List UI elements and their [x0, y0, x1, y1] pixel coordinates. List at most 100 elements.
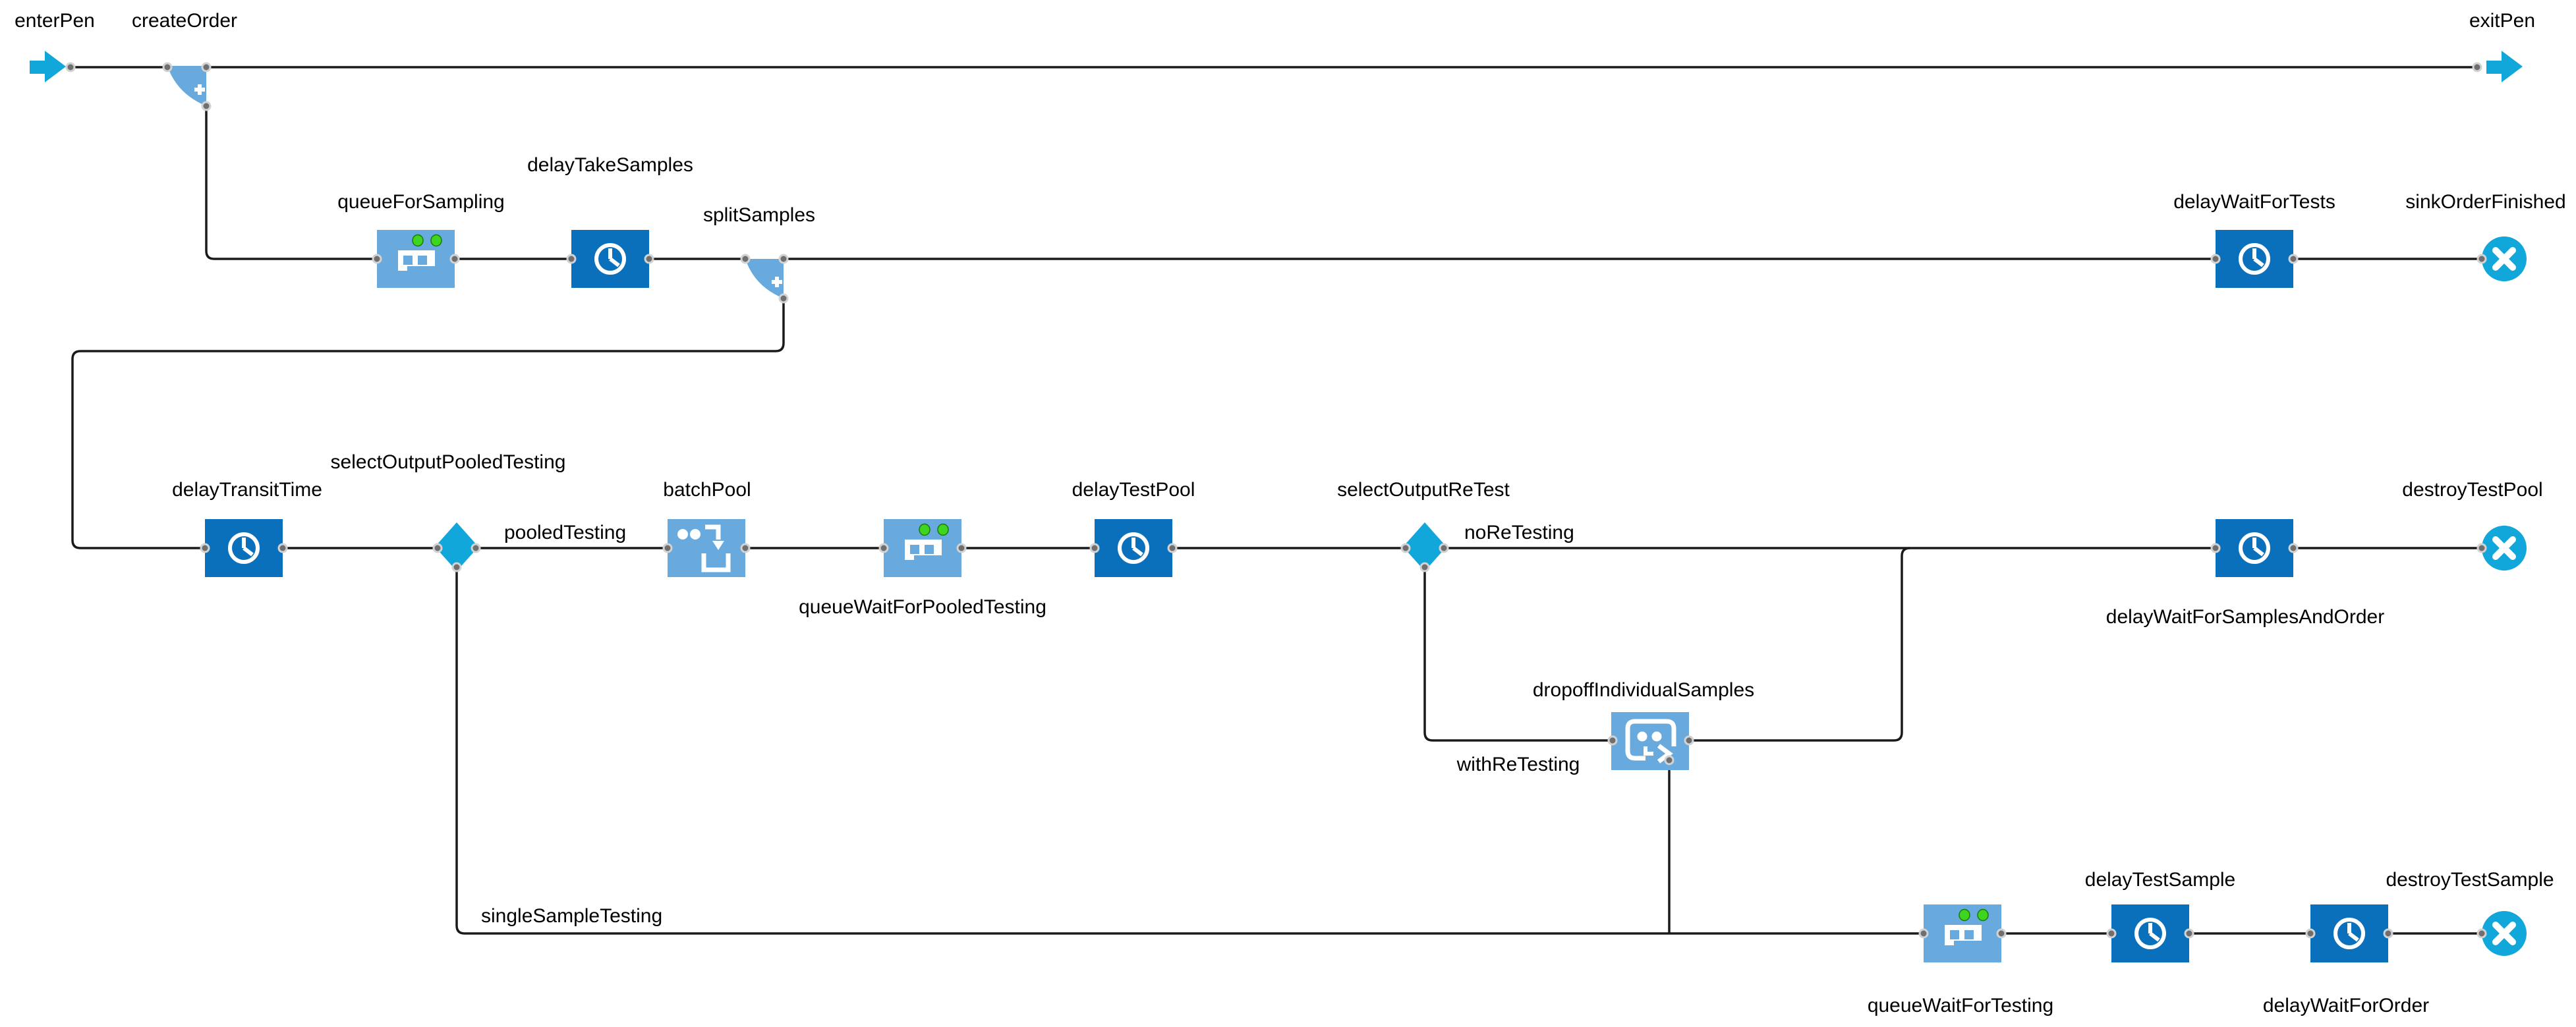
- edge-dropoff-rejoin-noReTesting[interactable]: [1689, 547, 1910, 742]
- enter-arrow-icon: [30, 51, 66, 82]
- port[interactable]: [2476, 928, 2487, 939]
- label-pooledTesting: pooledTesting: [504, 522, 626, 543]
- port[interactable]: [162, 62, 173, 72]
- queue-icon: [398, 250, 435, 271]
- batch-arrow-icon: [705, 524, 721, 540]
- label-splitSamples: splitSamples: [703, 204, 815, 226]
- label-delayWaitForSamplesAndOrder: delayWaitForSamplesAndOrder: [2106, 606, 2384, 628]
- port[interactable]: [471, 543, 481, 553]
- port[interactable]: [1419, 562, 1430, 572]
- port[interactable]: [1684, 735, 1694, 746]
- clock-hands: [1131, 538, 1143, 557]
- node-exitPen[interactable]: [2486, 51, 2523, 82]
- label-createOrder: createOrder: [132, 10, 237, 32]
- port[interactable]: [878, 543, 889, 553]
- port[interactable]: [662, 543, 673, 553]
- port[interactable]: [451, 562, 462, 572]
- clock-hands: [2252, 538, 2264, 557]
- port[interactable]: [2106, 928, 2117, 939]
- port[interactable]: [2383, 928, 2393, 939]
- port[interactable]: [1918, 928, 1929, 939]
- sink-x-icon: [2492, 922, 2516, 945]
- select-output-diamond-icon: [1403, 522, 1446, 571]
- port[interactable]: [372, 254, 382, 264]
- sink-x-icon: [2492, 536, 2516, 560]
- node-dropoffIndividualSamples[interactable]: [1611, 712, 1689, 770]
- node-batchPool[interactable]: [668, 519, 745, 577]
- label-withReTesting: withReTesting: [1456, 754, 1580, 775]
- clock-hands: [608, 248, 620, 267]
- port[interactable]: [1664, 755, 1674, 765]
- port[interactable]: [2288, 254, 2299, 264]
- label-delayTestPool: delayTestPool: [1072, 479, 1195, 501]
- clock-hands: [242, 538, 254, 557]
- port[interactable]: [201, 101, 212, 111]
- port[interactable]: [2476, 254, 2487, 264]
- port[interactable]: [644, 254, 654, 264]
- port[interactable]: [1167, 543, 1178, 553]
- port[interactable]: [566, 254, 577, 264]
- label-destroyTestSample: destroyTestSample: [2386, 869, 2554, 891]
- port[interactable]: [1996, 928, 2007, 939]
- port[interactable]: [65, 62, 76, 72]
- label-queueWaitForPooledTesting: queueWaitForPooledTesting: [799, 596, 1046, 618]
- port[interactable]: [277, 543, 288, 553]
- port[interactable]: [740, 254, 751, 264]
- port[interactable]: [2476, 543, 2487, 553]
- port[interactable]: [449, 254, 460, 264]
- edge-splitSamples-delayTransitTime[interactable]: [71, 298, 785, 549]
- node-destroyTestPool[interactable]: [2482, 526, 2527, 570]
- node-queueWaitForTesting[interactable]: [1924, 904, 2001, 962]
- port[interactable]: [2288, 543, 2299, 553]
- edge-singleSampleTesting[interactable]: [455, 571, 1924, 935]
- batch-container-icon: [701, 553, 731, 572]
- node-createOrder[interactable]: [167, 66, 206, 106]
- port[interactable]: [1089, 543, 1100, 553]
- label-delayWaitForTests: delayWaitForTests: [2173, 191, 2335, 213]
- port[interactable]: [740, 543, 751, 553]
- port[interactable]: [1439, 543, 1449, 553]
- node-queueWaitForPooledTesting[interactable]: [884, 519, 961, 577]
- port[interactable]: [432, 543, 443, 553]
- port[interactable]: [2472, 62, 2482, 72]
- exit-arrow-icon: [2486, 51, 2523, 82]
- node-delayWaitForSamplesAndOrder[interactable]: [2216, 519, 2293, 577]
- port[interactable]: [1607, 735, 1618, 746]
- queue-icon-cell: [403, 256, 413, 265]
- queue-icon-cell: [418, 256, 427, 265]
- port[interactable]: [2305, 928, 2316, 939]
- port[interactable]: [2184, 928, 2194, 939]
- port[interactable]: [956, 543, 967, 553]
- batch-item-dot: [677, 529, 688, 540]
- node-destroyTestSample[interactable]: [2482, 911, 2527, 956]
- port[interactable]: [200, 543, 210, 553]
- node-sinkOrderFinished[interactable]: [2482, 236, 2527, 281]
- label-destroyTestPool: destroyTestPool: [2402, 479, 2542, 501]
- label-selectOutputPooledTesting: selectOutputPooledTesting: [331, 451, 566, 473]
- port[interactable]: [2210, 543, 2221, 553]
- port[interactable]: [2210, 254, 2221, 264]
- split-triangle-icon: [167, 66, 206, 106]
- label-singleSampleTesting: singleSampleTesting: [481, 905, 662, 927]
- edge-withReTesting[interactable]: [1423, 571, 1613, 742]
- node-queueForSampling[interactable]: [377, 230, 455, 288]
- node-delayWaitForTests[interactable]: [2216, 230, 2293, 288]
- clock-icon: [2134, 918, 2166, 949]
- node-splitSamples[interactable]: [745, 259, 784, 298]
- queue-occupancy-dot: [412, 234, 424, 247]
- port[interactable]: [201, 62, 212, 72]
- dropoff-item-dot: [1651, 731, 1662, 742]
- clock-icon: [1118, 532, 1149, 564]
- edge-createOrder-queueForSampling[interactable]: [205, 106, 377, 260]
- port[interactable]: [778, 254, 789, 264]
- node-selectOutputPooledTesting[interactable]: [435, 522, 478, 571]
- node-delayTakeSamples[interactable]: [571, 230, 649, 288]
- node-delayTransitTime[interactable]: [205, 519, 283, 577]
- node-delayWaitForOrder[interactable]: [2310, 904, 2388, 962]
- port[interactable]: [778, 293, 789, 304]
- node-delayTestPool[interactable]: [1095, 519, 1172, 577]
- node-delayTestSample[interactable]: [2111, 904, 2189, 962]
- port[interactable]: [1400, 543, 1411, 553]
- node-enterPen[interactable]: [30, 51, 66, 82]
- node-selectOutputReTest[interactable]: [1403, 522, 1446, 571]
